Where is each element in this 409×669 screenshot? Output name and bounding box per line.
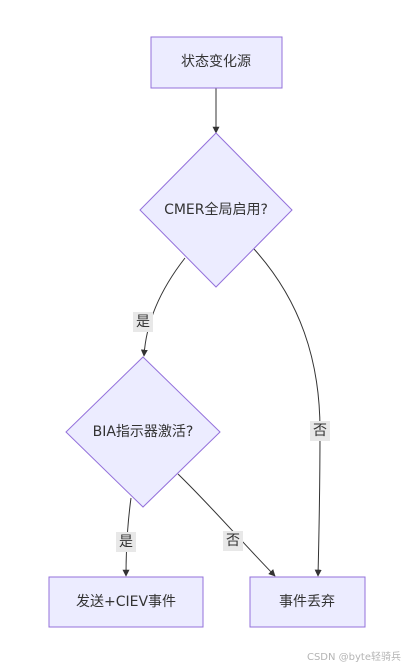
node-state-change-source-label: 状态变化源 xyxy=(181,54,251,70)
node-bia-decision-label: BIA指示器激活? xyxy=(93,423,194,440)
edge-label-cmer-yes: 是 xyxy=(133,312,153,332)
node-event-discard-label: 事件丢弃 xyxy=(279,594,335,610)
edge-cmer-yes-to-bia xyxy=(140,257,186,357)
node-cmer-decision: CMER全局启用? xyxy=(139,132,293,288)
node-event-discard: 事件丢弃 xyxy=(249,576,366,628)
edge-label-bia-yes: 是 xyxy=(116,532,136,552)
edge-bia-no-to-discard xyxy=(177,473,276,577)
edge-label-bia-no: 否 xyxy=(223,531,243,551)
node-state-change-source: 状态变化源 xyxy=(150,36,283,89)
edge-label-bia-yes-text: 是 xyxy=(119,534,133,550)
edge-label-cmer-no: 否 xyxy=(310,421,330,441)
node-bia-decision: BIA指示器激活? xyxy=(65,356,221,508)
node-send-ciev-label: 发送+CIEV事件 xyxy=(76,594,176,610)
watermark: CSDN @byte轻骑兵 xyxy=(306,652,401,663)
node-send-ciev: 发送+CIEV事件 xyxy=(48,576,204,628)
edge-cmer-no-to-discard xyxy=(253,248,322,577)
edge-label-bia-no-text: 否 xyxy=(226,533,240,549)
edge-label-cmer-yes-text: 是 xyxy=(136,314,150,330)
edge-label-cmer-no-text: 否 xyxy=(313,423,327,439)
node-cmer-decision-label: CMER全局启用? xyxy=(164,201,268,218)
